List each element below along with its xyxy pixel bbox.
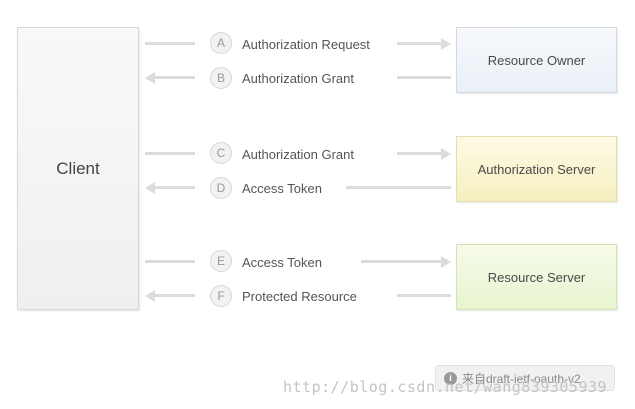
step-d-circle: D: [210, 177, 232, 199]
arrow-a-head-icon: [441, 37, 451, 50]
arrow-e-line-right: [361, 260, 441, 263]
watermark-url: http://blog.csdn.net/wang839305939: [283, 378, 608, 396]
step-b-label: Authorization Grant: [242, 71, 355, 86]
arrow-d-head-icon: [145, 181, 155, 194]
arrow-f-line-left: [155, 294, 195, 297]
authorization-server-box: Authorization Server: [456, 136, 617, 202]
arrow-c-line-left: [145, 152, 195, 155]
step-c-label: Authorization Grant: [242, 147, 355, 162]
arrow-c-line-right: [397, 152, 441, 155]
arrow-f-line-right: [397, 294, 451, 297]
arrow-b-line-left: [155, 76, 195, 79]
authorization-server-label: Authorization Server: [477, 161, 596, 177]
resource-server-label: Resource Server: [487, 269, 586, 285]
info-icon: i: [444, 371, 457, 385]
step-b-circle: B: [210, 67, 232, 89]
step-e-label: Access Token: [242, 255, 322, 270]
step-f-circle: F: [210, 285, 232, 307]
step-d-letter: D: [216, 181, 226, 195]
arrow-a-line-right: [397, 42, 441, 45]
arrow-c-head-icon: [441, 147, 451, 160]
step-a-letter: A: [216, 36, 225, 50]
client-label: Client: [56, 158, 100, 178]
arrow-a-line-left: [145, 42, 195, 45]
step-e-letter: E: [216, 254, 225, 268]
step-c-letter: C: [216, 146, 226, 160]
source-badge: i 来自draft-ietf-oauth-v2: [435, 365, 615, 391]
arrow-b-line-right: [397, 76, 451, 79]
step-f-label: Protected Resource: [242, 289, 357, 304]
step-a-label: Authorization Request: [242, 37, 370, 52]
resource-owner-box: Resource Owner: [456, 27, 617, 93]
step-b-letter: B: [216, 71, 225, 85]
arrow-e-line-left: [145, 260, 195, 263]
arrow-b-head-icon: [145, 71, 155, 84]
client-box: Client: [17, 27, 139, 310]
step-f-letter: F: [217, 289, 225, 303]
arrow-d-line-right: [346, 186, 451, 189]
resource-server-box: Resource Server: [456, 244, 617, 310]
step-a-circle: A: [210, 32, 232, 54]
resource-owner-label: Resource Owner: [487, 52, 586, 68]
step-e-circle: E: [210, 250, 232, 272]
arrow-e-head-icon: [441, 255, 451, 268]
step-d-label: Access Token: [242, 181, 322, 196]
arrow-f-head-icon: [145, 289, 155, 302]
step-c-circle: C: [210, 142, 232, 164]
source-badge-text: 来自draft-ietf-oauth-v2: [462, 371, 581, 386]
arrow-d-line-left: [155, 186, 195, 189]
